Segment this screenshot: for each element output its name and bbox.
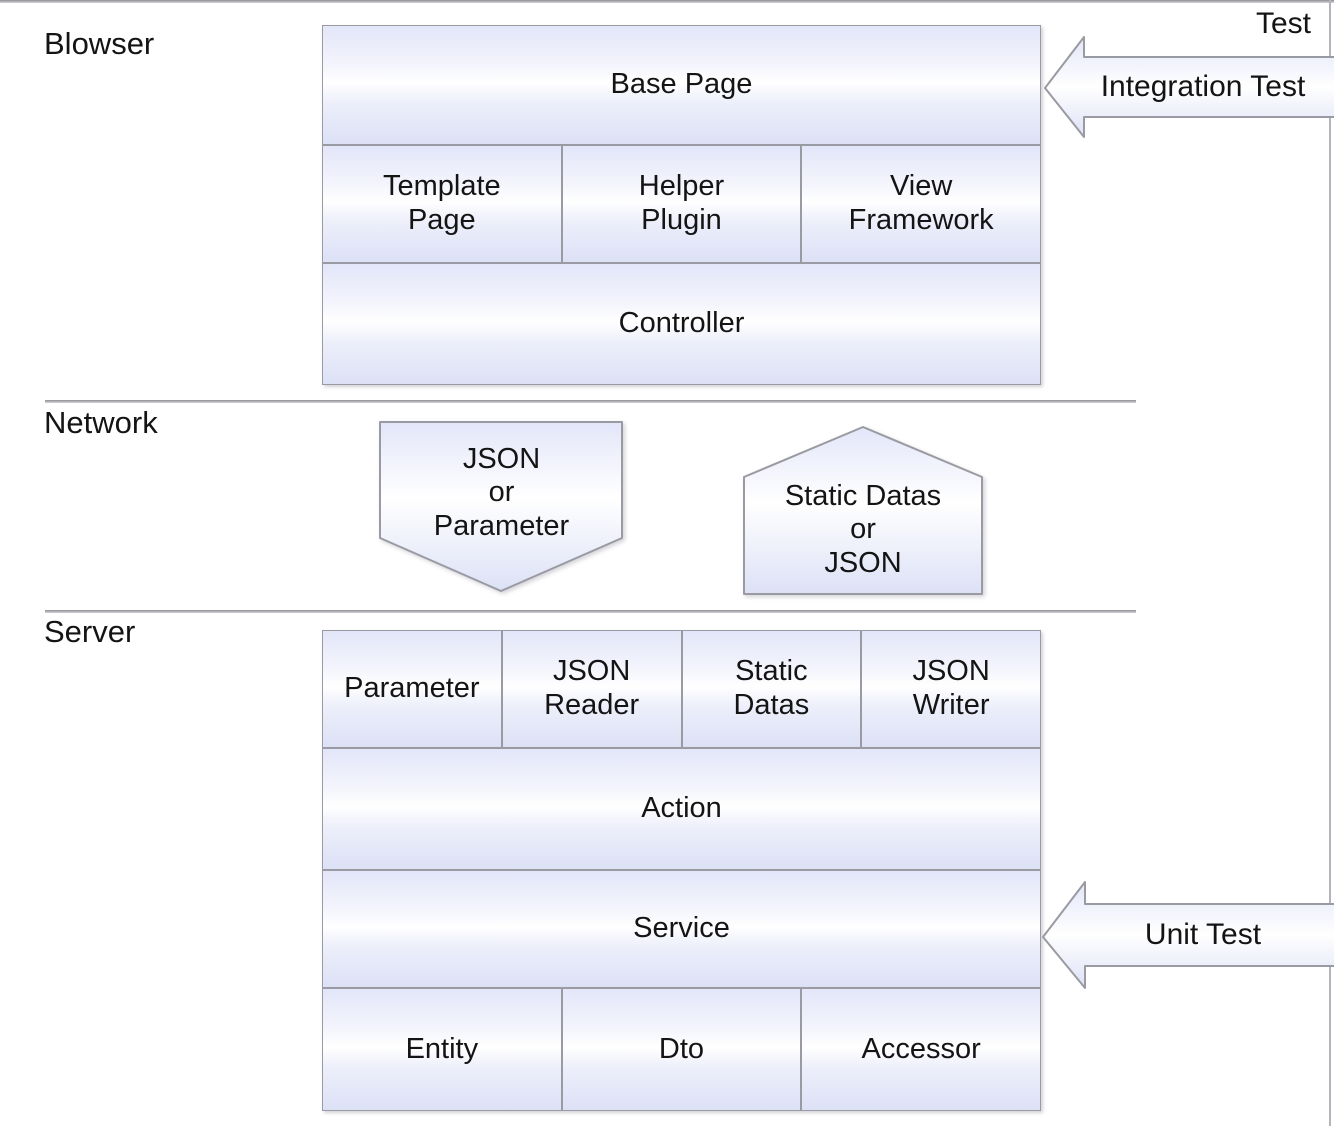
server-data-row: Entity Dto Accessor xyxy=(322,988,1041,1111)
accessor-box: Accessor xyxy=(801,988,1041,1111)
helper-plugin-box: Helper Plugin xyxy=(561,145,802,263)
integration-test-label: Integration Test xyxy=(1100,70,1306,103)
request-arrow-label: JSON or Parameter xyxy=(433,442,570,542)
template-page-box: Template Page xyxy=(322,145,562,263)
top-frame-line xyxy=(0,0,1334,3)
browser-stack: Base Page Template Page Helper Plugin Vi… xyxy=(322,25,1041,385)
json-writer-box: JSON Writer xyxy=(861,630,1041,748)
server-separator-line xyxy=(45,610,1136,613)
browser-middle-row: Template Page Helper Plugin View Framewo… xyxy=(322,145,1041,263)
request-down-arrow-shape: JSON or Parameter xyxy=(379,421,624,593)
service-box: Service xyxy=(322,870,1041,988)
up-arrow-polygon xyxy=(743,426,983,595)
base-page-box: Base Page xyxy=(322,25,1041,145)
test-group-label: Test xyxy=(1256,7,1312,40)
down-arrow-polygon xyxy=(379,421,623,592)
dto-box: Dto xyxy=(561,988,802,1111)
server-io-row: Parameter JSON Reader Static Datas JSON … xyxy=(322,630,1041,748)
right-frame-line xyxy=(1329,0,1331,1126)
server-layer-label: Server xyxy=(44,614,136,649)
view-framework-box: View Framework xyxy=(801,145,1041,263)
network-separator-line xyxy=(45,400,1136,403)
response-up-arrow-shape: Static Datas or JSON xyxy=(742,426,984,596)
json-reader-box: JSON Reader xyxy=(501,630,682,748)
response-arrow-label: Static Datas or JSON xyxy=(784,479,942,579)
action-box: Action xyxy=(322,748,1041,870)
server-stack: Parameter JSON Reader Static Datas JSON … xyxy=(322,630,1041,1111)
unit-arrow-polygon xyxy=(1042,881,1334,989)
controller-box: Controller xyxy=(322,263,1041,385)
integration-arrow-polygon xyxy=(1044,36,1334,138)
network-layer-label: Network xyxy=(44,405,158,440)
static-datas-box: Static Datas xyxy=(681,630,862,748)
browser-layer-label: Blowser xyxy=(44,26,155,61)
entity-box: Entity xyxy=(322,988,562,1111)
unit-test-arrow: Unit Test xyxy=(1042,878,1334,992)
unit-test-label: Unit Test xyxy=(1144,918,1262,951)
parameter-box: Parameter xyxy=(322,630,502,748)
integration-test-arrow: Integration Test xyxy=(1044,36,1334,138)
